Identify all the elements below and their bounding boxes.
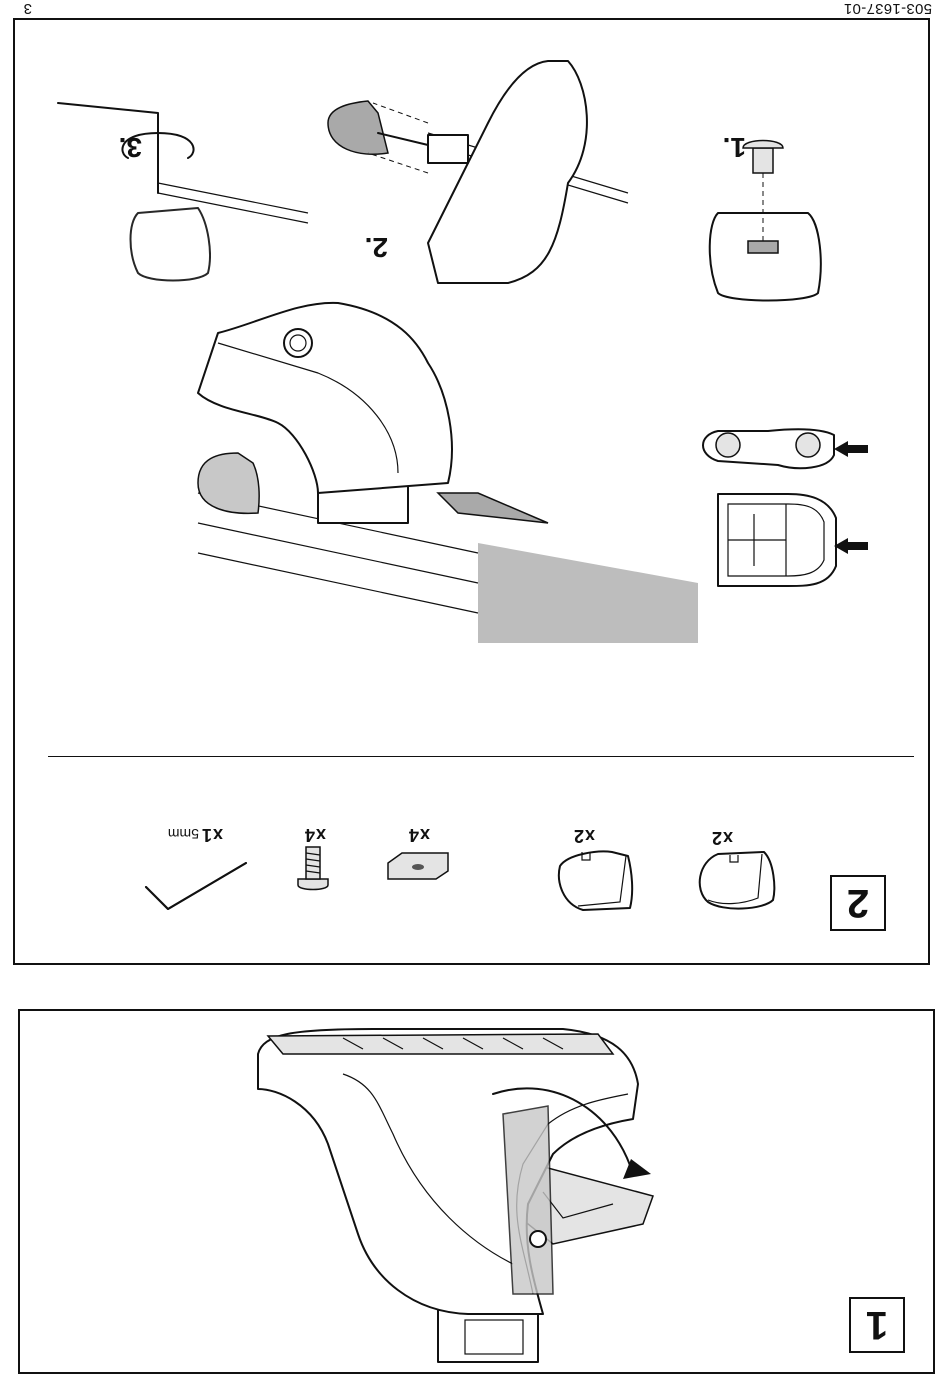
- qty-hex-key: x15mm: [168, 824, 223, 845]
- doc-number: 503-1637-01: [844, 0, 932, 17]
- end-cap-left-icon: [693, 850, 778, 912]
- step-2-number: 2: [830, 875, 886, 931]
- substep-1-illustration: [698, 123, 828, 323]
- foot-on-rail-illustration: [178, 303, 698, 643]
- step-1-panel: 1: [18, 1009, 935, 1374]
- substep-3-label: 3.: [119, 131, 142, 163]
- t-nut-icon: [386, 847, 450, 883]
- qty-hex-key-count: x1: [201, 825, 223, 845]
- roof-rail-profile-diagram: [688, 415, 848, 475]
- substep-2-label: 2.: [365, 231, 388, 263]
- step-2-panel: 2 x2 x2 x4: [13, 18, 930, 965]
- substep-3-illustration: [28, 103, 308, 303]
- end-cap-right-icon: [553, 848, 638, 912]
- rail-profile-diagram: [688, 490, 848, 590]
- qty-t-nut: x4: [408, 824, 430, 845]
- qty-end-cap-left: x2: [711, 827, 733, 848]
- qty-hex-key-unit: 5mm: [168, 826, 199, 842]
- screw-icon: [296, 843, 330, 893]
- qty-end-cap-right: x2: [573, 825, 595, 846]
- hex-key-icon: [126, 853, 256, 923]
- parts-divider: [48, 756, 914, 757]
- substep-2-illustration: [308, 23, 628, 323]
- page-number: 3: [23, 0, 32, 17]
- qty-screw: x4: [304, 824, 326, 845]
- step-1-number: 1: [849, 1297, 905, 1353]
- foot-open-lever-illustration: [233, 1029, 673, 1374]
- substep-1-label: 1.: [723, 131, 746, 163]
